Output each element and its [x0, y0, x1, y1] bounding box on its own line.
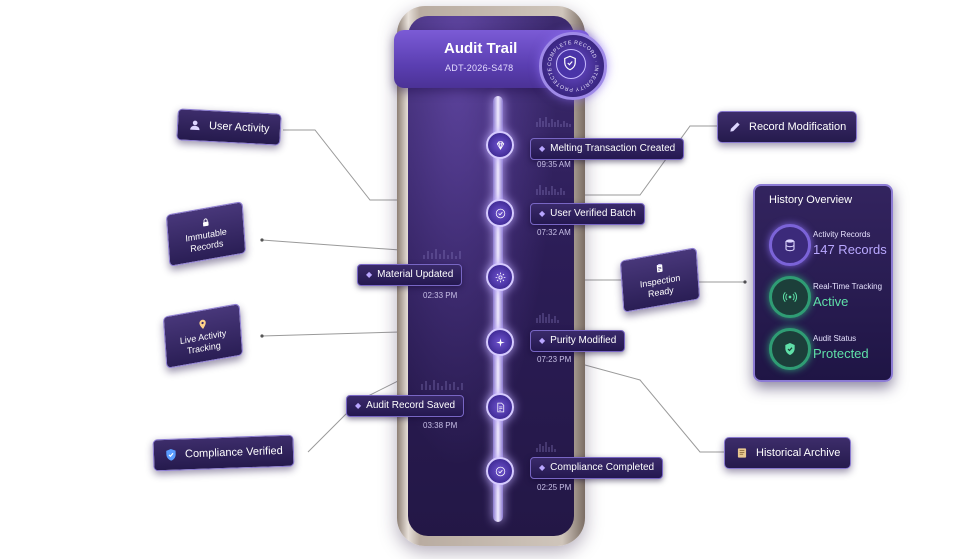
live-tracking-tile[interactable]: Live Activity Tracking	[162, 303, 244, 369]
stat-real-time-tracking[interactable]: Real-Time Tracking Active	[769, 276, 887, 320]
waveform	[421, 380, 463, 390]
timeline-node-2[interactable]	[486, 199, 514, 227]
timeline-node-4[interactable]	[486, 328, 514, 356]
record-modification-chip[interactable]: Record Modification	[717, 111, 858, 143]
gear-icon	[495, 272, 505, 282]
location-pin-icon	[198, 319, 206, 329]
shield-check-icon	[785, 343, 795, 355]
diamond-bullet-icon: ◆	[539, 209, 546, 218]
database-icon	[785, 239, 795, 252]
lock-icon	[202, 218, 209, 227]
event-time: 02:25 PM	[537, 483, 572, 492]
diamond-bullet-icon: ◆	[539, 463, 546, 472]
diamond-bullet-icon: ◆	[539, 144, 546, 153]
document-icon	[496, 402, 504, 412]
diamond-bullet-icon: ◆	[366, 270, 373, 279]
immutable-records-tile[interactable]: Immutable Records	[165, 201, 247, 267]
record-id: ADT-2026-S478	[445, 63, 514, 73]
event-material-updated[interactable]: ◆Material Updated	[357, 264, 463, 286]
event-time: 07:32 AM	[537, 228, 571, 237]
event-user-verified[interactable]: ◆User Verified Batch	[530, 203, 645, 225]
compliance-verified-chip[interactable]: Compliance Verified	[152, 434, 295, 472]
radar-icon	[783, 291, 797, 303]
event-time: 02:33 PM	[423, 291, 458, 300]
timeline-node-3[interactable]	[486, 263, 514, 291]
event-compliance-completed[interactable]: ◆Compliance Completed	[530, 457, 664, 479]
waveform	[423, 249, 461, 259]
waveform	[536, 117, 571, 127]
event-time: 09:35 AM	[537, 160, 571, 169]
historical-archive-chip[interactable]: Historical Archive	[724, 437, 852, 469]
history-overview-panel: History Overview Activity Records 147 Re…	[753, 184, 893, 382]
app-title: Audit Trail	[444, 40, 518, 57]
waveform	[536, 313, 559, 323]
shield-check-icon	[166, 448, 176, 461]
inspection-ready-tile[interactable]: Inspection Ready	[619, 247, 701, 313]
diamond-bullet-icon: ◆	[539, 336, 546, 345]
pencil-icon	[730, 122, 740, 132]
shield-check-icon	[564, 55, 576, 71]
waveform	[536, 185, 565, 195]
timeline-track	[493, 96, 503, 522]
event-time: 03:38 PM	[423, 421, 458, 430]
event-audit-record-saved[interactable]: ◆Audit Record Saved	[346, 395, 465, 417]
user-activity-chip[interactable]: User Activity	[176, 108, 282, 146]
check-shield-icon	[495, 208, 505, 218]
check-circle-icon	[495, 466, 505, 476]
timeline-node-5[interactable]	[486, 393, 514, 421]
user-icon	[190, 120, 200, 131]
stat-audit-status[interactable]: Audit Status Protected	[769, 328, 887, 372]
event-melting-transaction[interactable]: ◆Melting Transaction Created	[530, 138, 685, 160]
sparkle-icon	[495, 337, 505, 347]
panel-title: History Overview	[769, 194, 853, 206]
timeline-node-6[interactable]	[486, 457, 514, 485]
event-purity-modified[interactable]: ◆Purity Modified	[530, 330, 626, 352]
timeline-node-1[interactable]	[486, 131, 514, 159]
clipboard-icon	[656, 263, 663, 273]
stat-activity-records[interactable]: Activity Records 147 Records	[769, 224, 887, 268]
integrity-seal: COMPLETE RECORD · INTEGRITY PROTECTED	[539, 32, 607, 100]
waveform	[536, 442, 556, 452]
event-time: 07:23 PM	[537, 355, 572, 364]
diamond-bullet-icon: ◆	[355, 401, 362, 410]
scroll-archive-icon	[737, 448, 747, 458]
diamond-icon	[496, 140, 504, 150]
